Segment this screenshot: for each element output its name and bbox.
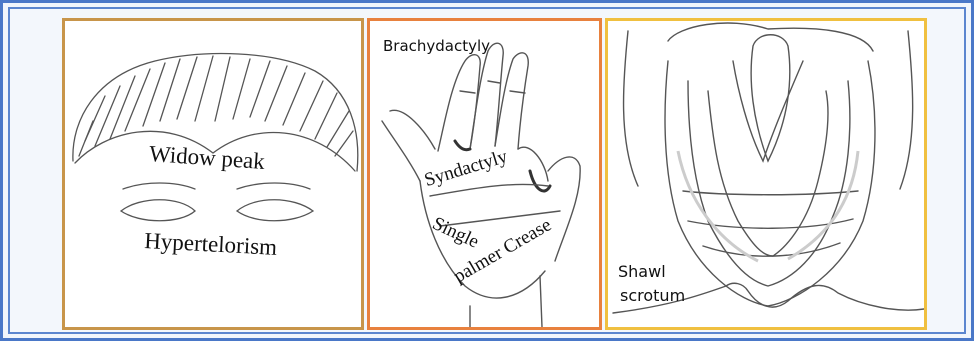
face-illustration: [65, 21, 361, 327]
scrotum-illustration: [608, 21, 924, 327]
label-scrotum: scrotum: [620, 286, 685, 305]
right-eye: [237, 200, 313, 221]
label-shawl: Shawl: [618, 262, 666, 281]
panel-face: Widow peak Hypertelorism: [62, 18, 364, 330]
panel-hand: Brachydactyly Syndactyly Single palmer C…: [367, 18, 602, 330]
label-brachydactyly: Brachydactyly: [383, 37, 490, 55]
panel-scrotum: Shawl scrotum: [605, 18, 927, 330]
left-eye: [121, 200, 195, 221]
